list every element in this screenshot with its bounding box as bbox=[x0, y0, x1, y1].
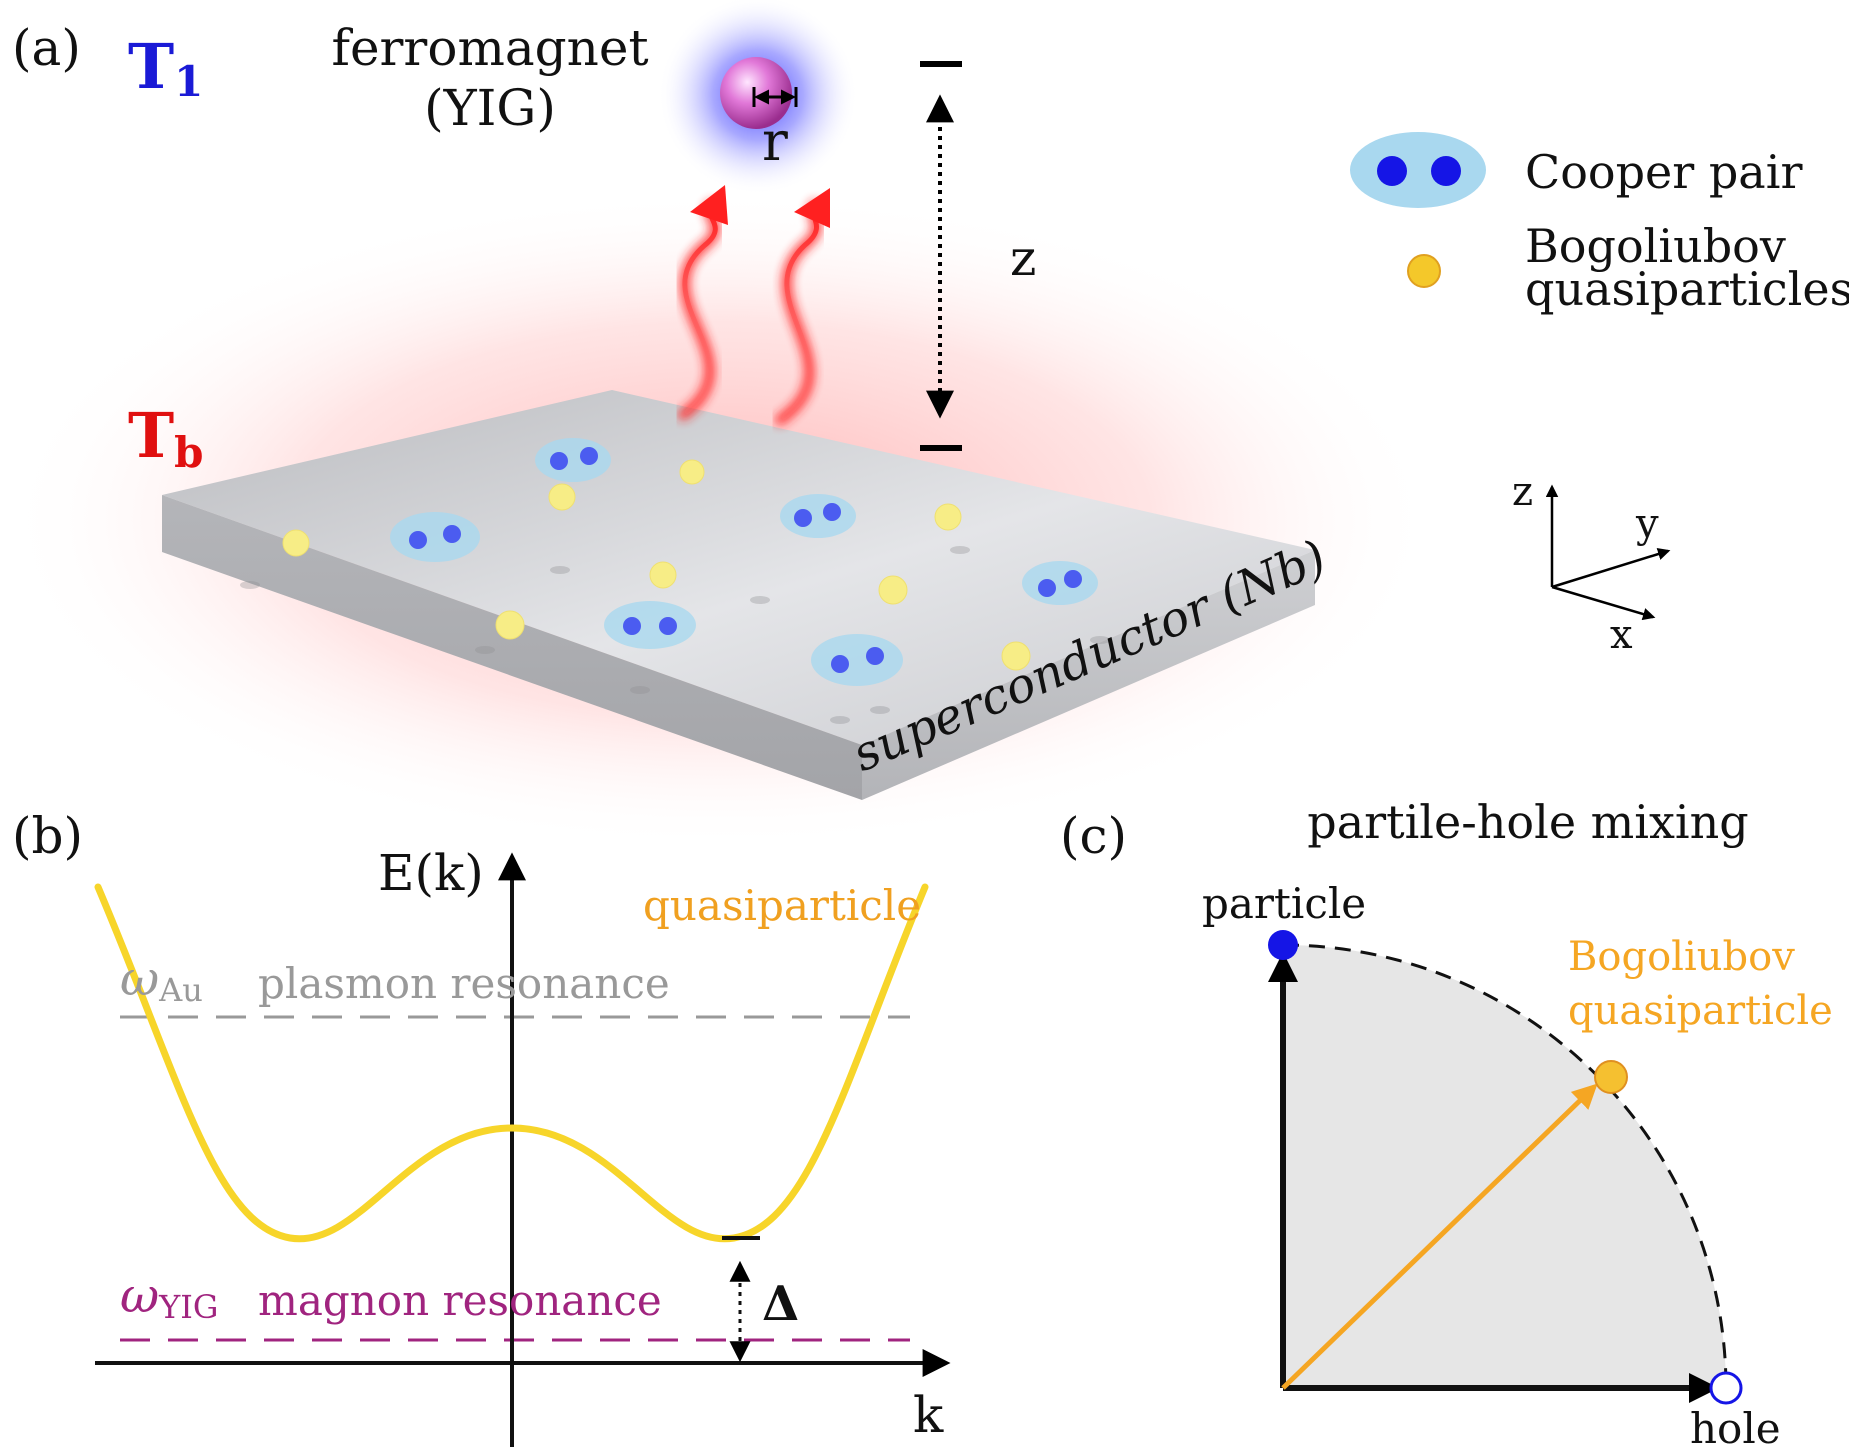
quasiparticle-dot bbox=[679, 459, 705, 485]
panel-a-label: (a) bbox=[12, 19, 81, 77]
quasiparticle-dot bbox=[649, 561, 677, 589]
tb-label: Tb bbox=[128, 399, 204, 477]
bogoliubov-point bbox=[1594, 1060, 1628, 1094]
panel-c-title: partile-hole mixing bbox=[1307, 795, 1748, 849]
r-label: r bbox=[762, 110, 788, 173]
gap-label: Δ bbox=[762, 1276, 799, 1332]
particle-label: particle bbox=[1202, 879, 1366, 928]
thermal-wave-arrow bbox=[680, 202, 718, 418]
quasiparticle-dot bbox=[282, 529, 310, 557]
quasiparticle-dot bbox=[878, 575, 908, 605]
panel-c-label: (c) bbox=[1060, 807, 1127, 865]
hole-label: hole bbox=[1690, 1404, 1781, 1447]
quasiparticles bbox=[282, 459, 1031, 671]
radius-marker bbox=[752, 87, 798, 107]
thermal-radiation bbox=[678, 185, 830, 425]
energy-axis-label: E(k) bbox=[378, 844, 484, 902]
panel-a: superconductor (Nb) r z (a) T1 T bbox=[0, 0, 1849, 850]
cooper-pair bbox=[780, 494, 856, 538]
quasiparticle-label: quasiparticle bbox=[643, 881, 921, 930]
bogoliubov-c-label-2: quasiparticle bbox=[1568, 988, 1833, 1034]
k-axis-label: k bbox=[913, 1386, 944, 1444]
cooper-pair bbox=[1022, 561, 1098, 605]
yig-label: (YIG) bbox=[424, 79, 556, 137]
ferromagnet-label: ferromagnet bbox=[331, 19, 648, 77]
bogoliubov-vector bbox=[1281, 1083, 1598, 1390]
distance-marker bbox=[920, 61, 962, 451]
legend-quasiparticle-icon bbox=[1407, 254, 1441, 288]
slab-front-face bbox=[162, 495, 862, 800]
mixing-quarter-disk bbox=[1283, 945, 1726, 1388]
slab-right-face bbox=[862, 550, 1315, 800]
quasiparticle-curve bbox=[94, 883, 929, 1243]
legend-cooper-pair-icon bbox=[1350, 132, 1486, 208]
omega-yig-label: ωYIG bbox=[120, 1268, 218, 1326]
quasiparticle-dot bbox=[495, 610, 525, 640]
omega-au-label: ωAu bbox=[120, 951, 203, 1009]
thermal-arrowhead bbox=[794, 188, 830, 228]
thermal-arrowhead bbox=[690, 185, 728, 225]
legend-quasiparticles-text: quasiparticles bbox=[1525, 262, 1849, 316]
hole-point bbox=[1709, 1371, 1743, 1405]
magnon-label: magnon resonance bbox=[258, 1276, 662, 1325]
cooper-pair bbox=[535, 438, 611, 482]
panel-b: (b) Δ E(k) k quasiparticle ωAu plasmon r… bbox=[12, 807, 951, 1447]
axis-y-label: y bbox=[1635, 501, 1659, 547]
cooper-pair bbox=[604, 601, 696, 649]
coordinate-axes bbox=[1545, 484, 1671, 621]
surface-pits bbox=[240, 546, 1110, 724]
axis-z-label: z bbox=[1512, 469, 1533, 515]
t1-label: T1 bbox=[128, 30, 203, 106]
quasiparticle-dot bbox=[1001, 641, 1031, 671]
legend-bogoliubov-text: Bogoliubov bbox=[1525, 219, 1786, 273]
bogoliubov-c-label-1: Bogoliubov bbox=[1568, 934, 1795, 980]
panel-c: (c) partile-hole mixing particle hole Bo… bbox=[1060, 795, 1833, 1452]
cooper-pairs bbox=[390, 438, 1098, 686]
particle-point bbox=[1268, 930, 1298, 960]
cooper-pair bbox=[390, 512, 480, 562]
legend-cooper-pair-text: Cooper pair bbox=[1525, 145, 1802, 199]
quasiparticle-dot bbox=[934, 503, 962, 531]
z-distance-label: z bbox=[1010, 229, 1036, 287]
panel-b-label: (b) bbox=[12, 807, 83, 865]
legend: Cooper pair Bogoliubov quasiparticles bbox=[1350, 132, 1849, 316]
cooper-pair bbox=[811, 634, 903, 686]
quasiparticle-dot bbox=[548, 483, 576, 511]
axis-x-label: x bbox=[1610, 612, 1633, 658]
plasmon-label: plasmon resonance bbox=[258, 959, 670, 1008]
